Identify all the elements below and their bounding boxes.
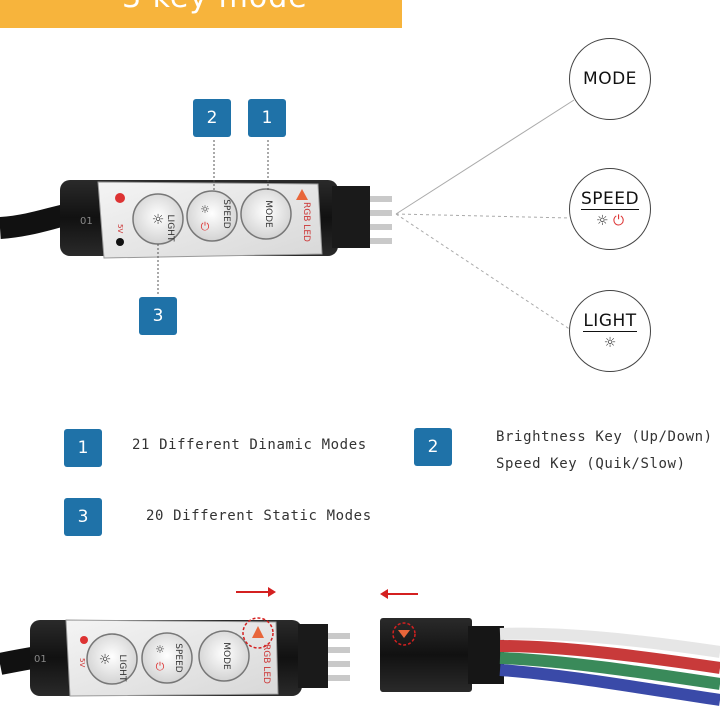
pin	[328, 633, 350, 639]
sun-icon: ☼	[99, 652, 112, 668]
connector-housing	[380, 618, 472, 692]
connector-housing	[298, 624, 328, 688]
power-icon: ⏻	[201, 220, 210, 233]
brand-label-bottom: RGB LED	[261, 644, 271, 684]
legend-item-2-line1: Brightness Key (Up/Down)	[496, 429, 713, 445]
wire-white	[499, 627, 720, 658]
arrow-left	[380, 589, 418, 599]
light-label-top: LIGHT	[165, 215, 175, 242]
pin	[328, 647, 350, 653]
voltage-label-top: 5V	[116, 224, 124, 233]
callout-mode-label: MODE	[583, 69, 637, 89]
highlight-ring	[242, 617, 274, 649]
plus-icon	[80, 636, 88, 644]
pin	[328, 661, 350, 667]
warning-icon	[398, 630, 410, 638]
connector-neck	[468, 626, 504, 684]
pin-label-bottom: 01	[34, 654, 47, 665]
wire-red	[499, 640, 720, 674]
pin	[370, 196, 392, 202]
callout-light-label: LIGHT	[583, 311, 637, 332]
pin	[328, 675, 350, 681]
speed-button-bottom	[141, 632, 193, 684]
sun-icon: ☼	[200, 203, 210, 216]
pin	[370, 224, 392, 230]
plus-icon	[115, 193, 125, 203]
legend-badge-2: 2	[414, 428, 452, 466]
cable-top	[0, 203, 73, 239]
arrow-right	[236, 587, 276, 597]
callout-speed-label: SPEED	[580, 189, 640, 210]
legend-item-2-line2: Speed Key (Quik/Slow)	[496, 456, 686, 472]
pin	[370, 210, 392, 216]
legend-badge-3: 3	[64, 498, 102, 536]
legend-item-1-text: 21 Different Dinamic Modes	[132, 437, 367, 453]
warning-icon	[296, 189, 308, 200]
voltage-label-bottom: 5V	[78, 658, 86, 667]
speed-label-bottom: SPEED	[173, 643, 183, 673]
callout-mode: MODE	[569, 38, 651, 120]
badge-1: 1	[248, 99, 286, 137]
sun-icon: ☼	[595, 213, 609, 229]
minus-icon	[116, 238, 124, 246]
legend-item-3-text: 20 Different Static Modes	[146, 508, 372, 524]
female-connector	[380, 618, 720, 706]
mode-label-top: MODE	[263, 200, 273, 228]
pin	[370, 238, 392, 244]
speed-label-top: SPEED	[221, 199, 231, 229]
sun-icon: ☼	[152, 212, 165, 228]
power-icon: ⏻	[156, 660, 165, 673]
badge-3: 3	[139, 297, 177, 335]
callout-speed-icons: ☼ ⏻	[596, 213, 624, 229]
connector-housing	[332, 186, 370, 248]
callout-line	[395, 213, 571, 219]
power-icon: ⏻	[612, 213, 625, 229]
callout-speed: SPEED ☼ ⏻	[569, 168, 651, 250]
callout-line	[395, 213, 575, 333]
badge-2: 2	[193, 99, 231, 137]
callout-light: LIGHT ☼	[569, 290, 651, 372]
legend-badge-1: 1	[64, 429, 102, 467]
pin-label-top: 01	[80, 216, 93, 227]
mode-button-top	[240, 188, 292, 240]
title-banner: 3 key mode	[0, 0, 402, 28]
banner-title: 3 key mode	[122, 0, 308, 15]
sun-icon: ☼	[603, 335, 617, 351]
wire-green	[499, 652, 720, 690]
mode-button-bottom	[198, 630, 250, 682]
controller-top: ☼ ☼ ⏻	[0, 180, 392, 259]
speed-button-top	[186, 190, 238, 242]
sun-icon: ☼	[155, 643, 165, 656]
light-label-bottom: LIGHT	[117, 655, 127, 682]
mode-label-bottom: MODE	[221, 642, 231, 670]
highlight-ring	[392, 622, 416, 646]
callout-line	[395, 99, 575, 215]
brand-label-top: RGB LED	[301, 202, 311, 242]
light-button-bottom	[86, 633, 138, 685]
warning-icon	[252, 626, 264, 638]
wire-blue	[499, 664, 720, 706]
controller-bottom: ☼ ☼ ⏻	[0, 617, 350, 697]
